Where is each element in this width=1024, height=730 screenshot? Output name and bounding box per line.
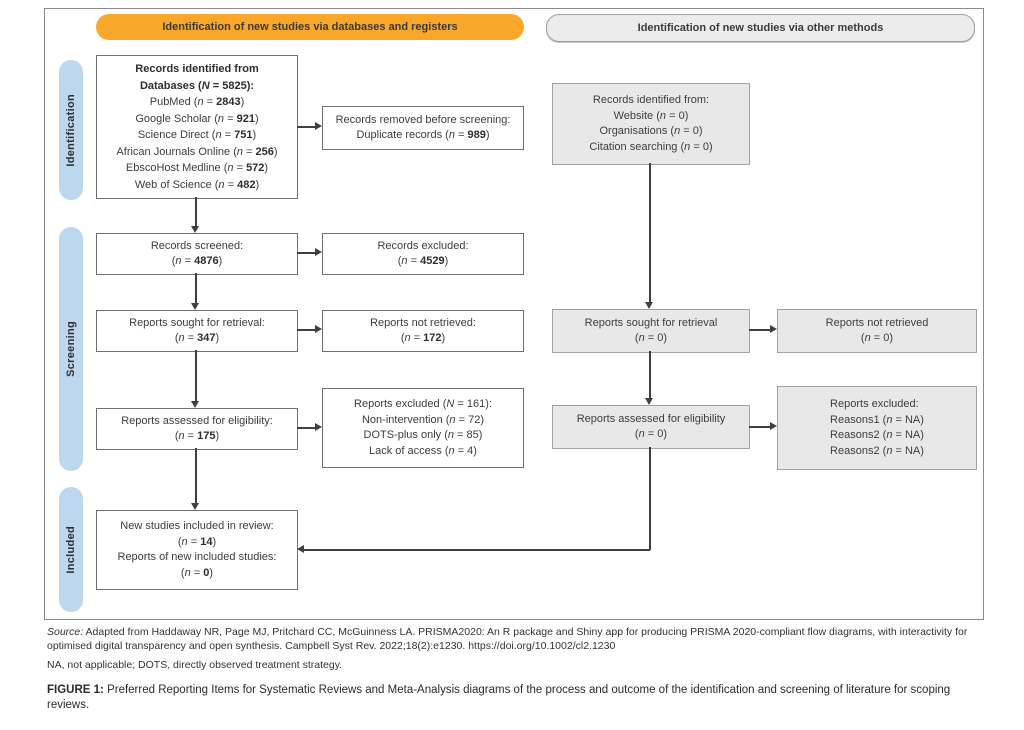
arrow-sought-to-notretrieved-line [297, 329, 316, 331]
box-records-screened: Records screened:(n = 4876) [96, 233, 298, 275]
box-reports-assessed: Reports assessed for eligibility:(n = 17… [96, 408, 298, 450]
source-text: Adapted from Haddaway NR, Page MJ, Pritc… [47, 626, 968, 652]
arrow-other-to-included-head [297, 545, 304, 553]
arrow-other-to-included-hline [303, 549, 650, 551]
box-records-excluded: Records excluded:(n = 4529) [322, 233, 524, 275]
arrow-other-identified-to-sought-line [649, 163, 651, 303]
arrow-other-to-included-vline [649, 447, 651, 550]
arrow-other-assessed-to-excluded-head [770, 422, 777, 430]
figure-caption: FIGURE 1: Preferred Reporting Items for … [47, 683, 985, 713]
arrow-screened-to-excluded-head [315, 248, 322, 256]
figure-caption-label: FIGURE 1: [47, 684, 104, 696]
figure-footer: Source: Adapted from Haddaway NR, Page M… [47, 625, 985, 713]
box-reports-sought: Reports sought for retrieval:(n = 347) [96, 310, 298, 352]
arrow-assessed-to-excluded-line [297, 427, 316, 429]
box-records-removed: Records removed before screening:Duplica… [322, 106, 524, 150]
arrow-other-sought-to-notretrieved-head [770, 325, 777, 333]
stage-label-screening: Screening [65, 321, 77, 377]
arrow-sought-to-notretrieved-head [315, 325, 322, 333]
arrow-other-assessed-to-excluded-line [749, 426, 771, 428]
box-new-studies-included: New studies included in review:(n = 14)R… [96, 510, 298, 590]
arrow-other-sought-to-assessed-line [649, 351, 651, 399]
stage-band-screening: Screening [59, 227, 83, 471]
header-databases-label: Identification of new studies via databa… [162, 21, 458, 33]
source-note: Source: Adapted from Haddaway NR, Page M… [47, 625, 985, 653]
box-other-reports-excluded: Reports excluded:Reasons1 (n = NA)Reason… [777, 386, 977, 470]
arrow-assessed-to-included-line [195, 448, 197, 504]
box-other-reports-not-retrieved: Reports not retrieved(n = 0) [777, 309, 977, 353]
arrow-other-sought-to-assessed-head [645, 398, 653, 405]
arrow-assessed-to-excluded-head [315, 423, 322, 431]
figure-caption-text: Preferred Reporting Items for Systematic… [47, 684, 951, 711]
arrow-sought-to-assessed-head [191, 401, 199, 408]
abbreviations-note: NA, not applicable; DOTS, directly obser… [47, 659, 343, 671]
arrow-screened-to-sought-head [191, 303, 199, 310]
stage-band-included: Included [59, 487, 83, 612]
arrow-identified-to-screened-line [195, 197, 197, 227]
box-other-reports-assessed: Reports assessed for eligibility(n = 0) [552, 405, 750, 449]
header-other-methods: Identification of new studies via other … [546, 14, 975, 42]
arrow-identified-to-removed-line [297, 126, 316, 128]
box-other-reports-sought: Reports sought for retrieval(n = 0) [552, 309, 750, 353]
arrow-sought-to-assessed-line [195, 350, 197, 402]
box-reports-excluded: Reports excluded (N = 161):Non-intervent… [322, 388, 524, 468]
stage-label-included: Included [65, 525, 77, 574]
arrow-other-sought-to-notretrieved-line [749, 329, 771, 331]
arrow-assessed-to-included-head [191, 503, 199, 510]
header-other-label: Identification of new studies via other … [637, 22, 884, 34]
arrow-identified-to-screened-head [191, 226, 199, 233]
arrow-identified-to-removed-head [315, 122, 322, 130]
stage-band-identification: Identification [59, 60, 83, 200]
arrow-screened-to-sought-line [195, 273, 197, 304]
header-databases-registers: Identification of new studies via databa… [96, 14, 524, 40]
box-other-records-identified: Records identified from:Website (n = 0)O… [552, 83, 750, 165]
arrow-other-identified-to-sought-head [645, 302, 653, 309]
source-label: Source: [47, 626, 84, 638]
arrow-screened-to-excluded-line [297, 252, 316, 254]
box-reports-not-retrieved: Reports not retrieved:(n = 172) [322, 310, 524, 352]
stage-label-identification: Identification [65, 93, 77, 167]
